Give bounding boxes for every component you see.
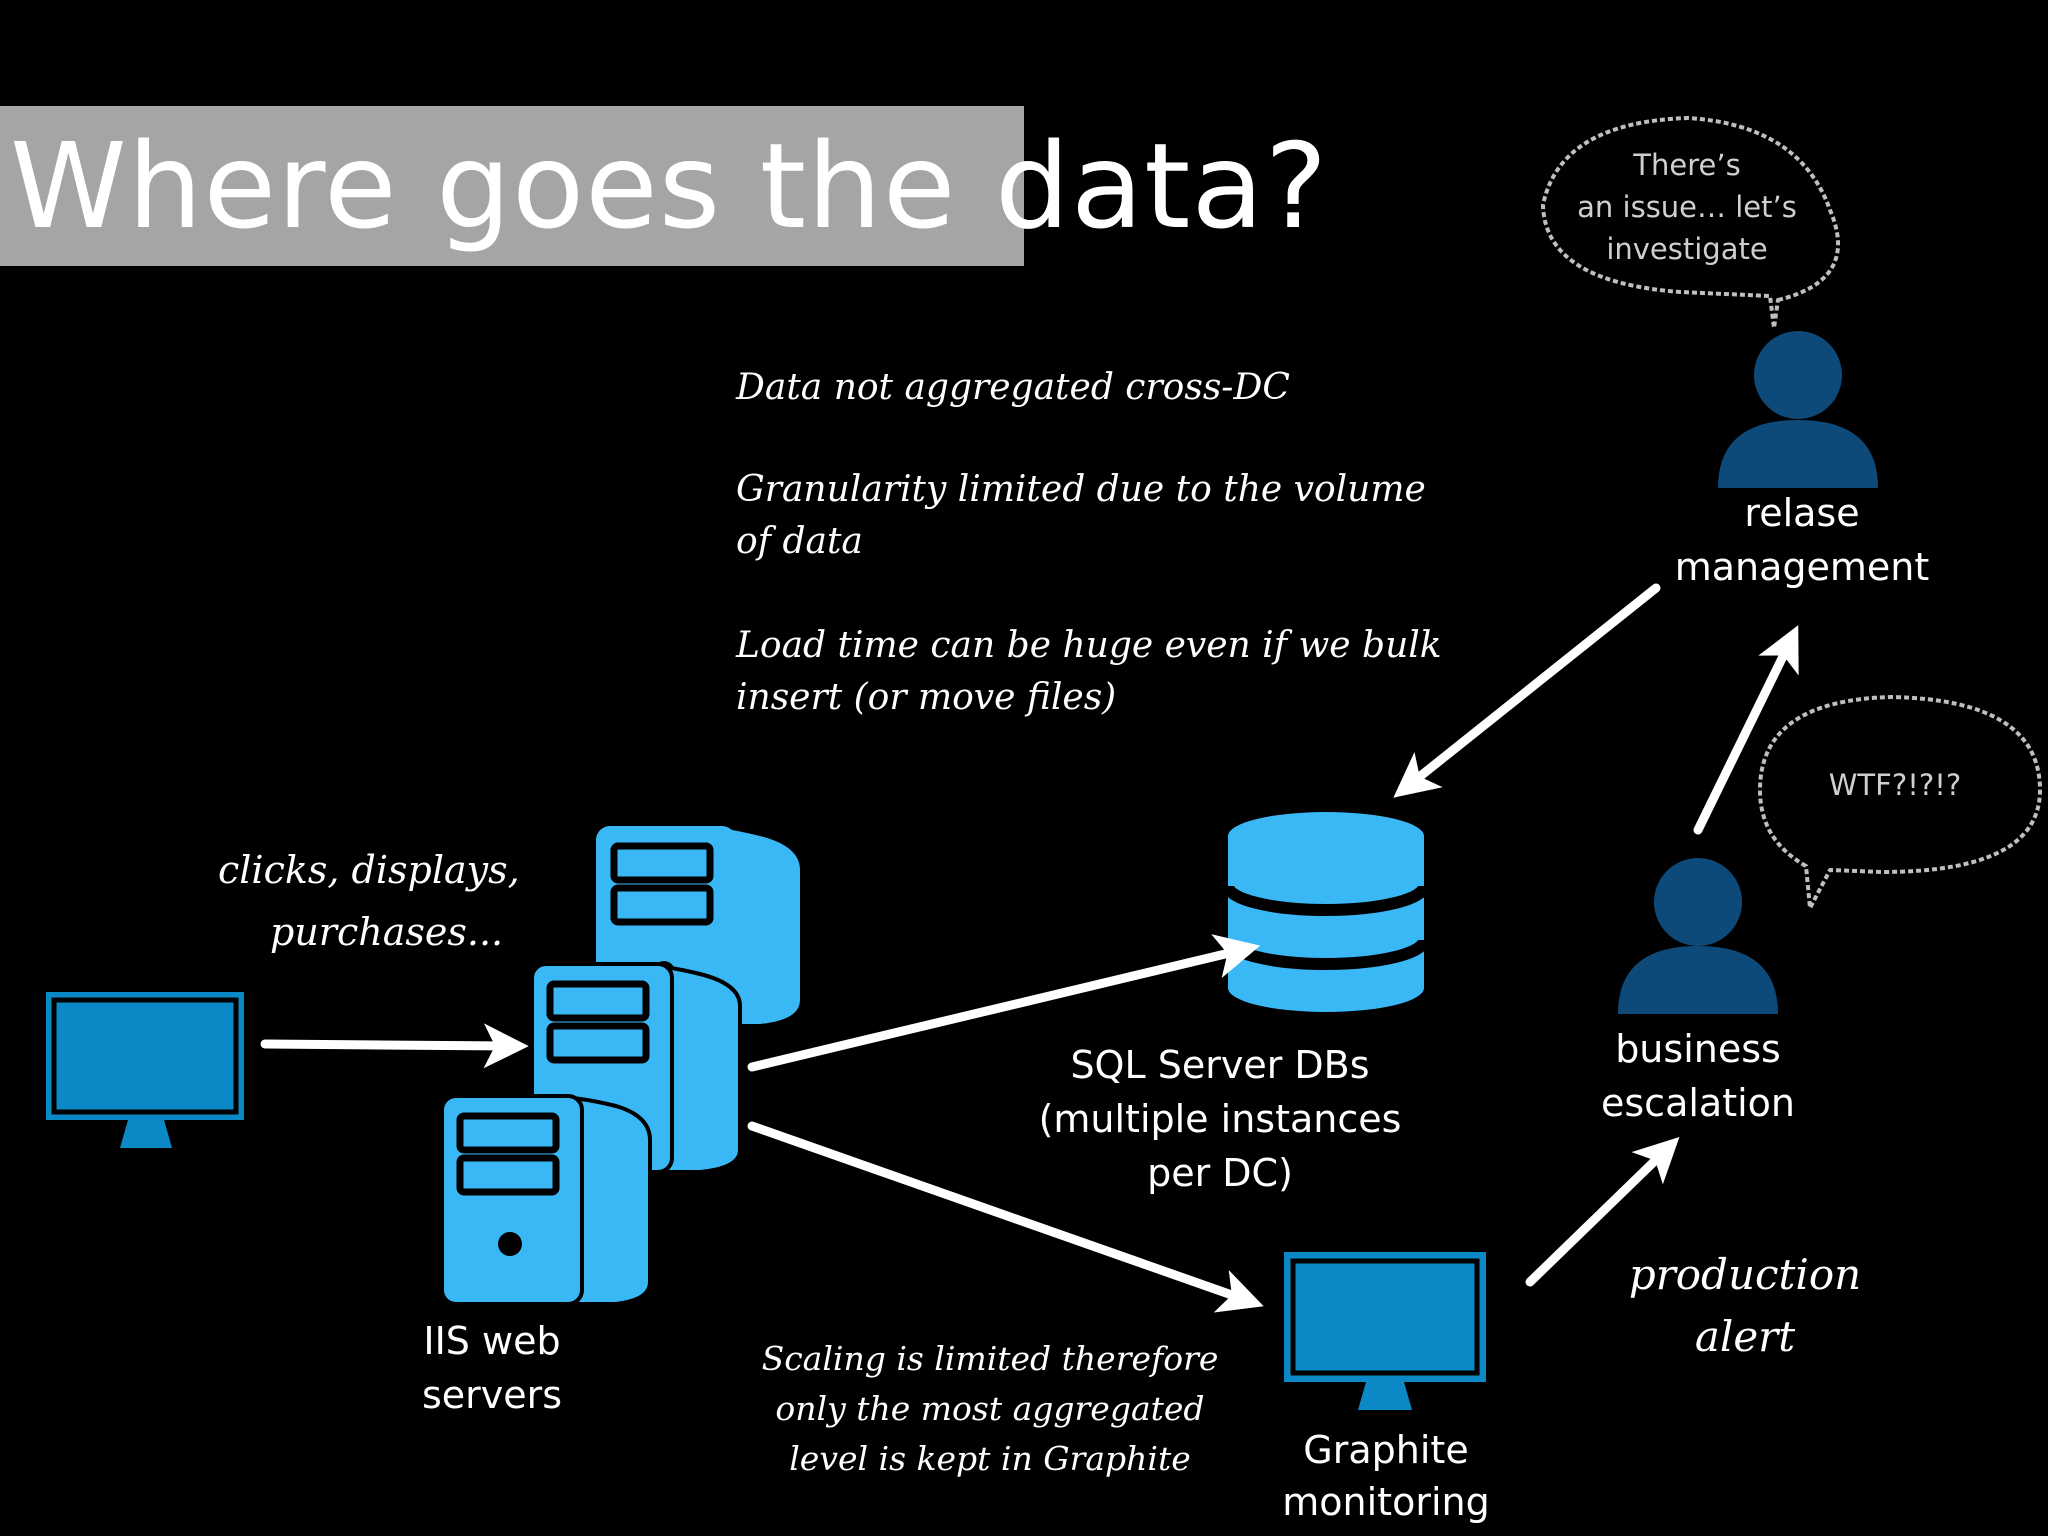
title-bar: Where goes the data? bbox=[0, 106, 1327, 266]
release-management-label: relase management bbox=[1674, 491, 1930, 589]
note-granularity-cont: of data bbox=[736, 521, 863, 562]
arrow-graphite-to-business bbox=[1525, 1136, 1680, 1287]
note-load-time: Load time can be huge even if we bulk bbox=[736, 625, 1442, 666]
user-actions-label-cont: purchases... bbox=[270, 910, 504, 954]
note-load-time-cont: insert (or move files) bbox=[736, 677, 1117, 718]
arrow-servers-to-graphite bbox=[747, 1121, 1264, 1313]
arrow-servers-to-sql bbox=[747, 934, 1261, 1072]
database-icon bbox=[1222, 812, 1430, 1012]
release-speech-bubble bbox=[1541, 116, 1840, 330]
page-title: Where goes the data? bbox=[10, 117, 1329, 255]
note-granularity: Granularity limited due to the volume bbox=[736, 469, 1426, 510]
arrow-release-to-sql bbox=[1393, 583, 1661, 798]
web-servers-label: IIS web servers bbox=[421, 1319, 563, 1417]
server-tower-icon bbox=[440, 826, 800, 1306]
business-user-icon bbox=[1618, 858, 1778, 1014]
client-monitor-icon bbox=[46, 992, 244, 1148]
graphite-monitor-icon bbox=[1284, 1252, 1486, 1410]
production-alert-label: production alert bbox=[1628, 1250, 1862, 1361]
note-cross-dc: Data not aggregated cross-DC bbox=[736, 367, 1290, 408]
release-bubble-text: There’s an issue… let’s investigate bbox=[1577, 148, 1797, 266]
sql-server-label: SQL Server DBs (multiple instances per D… bbox=[1038, 1043, 1402, 1195]
scaling-note: Scaling is limited therefore only the mo… bbox=[761, 1339, 1219, 1478]
arrow-client-to-servers bbox=[260, 1023, 529, 1069]
release-manager-user-icon bbox=[1718, 331, 1878, 488]
arrow-business-to-release bbox=[1693, 625, 1799, 835]
graphite-label: Graphite monitoring bbox=[1282, 1428, 1490, 1524]
user-actions-label: clicks, displays, bbox=[218, 848, 520, 892]
business-bubble-text: WTF?!?!? bbox=[1828, 768, 1962, 802]
business-escalation-label: business escalation bbox=[1601, 1027, 1795, 1125]
business-speech-bubble bbox=[1758, 695, 2042, 910]
